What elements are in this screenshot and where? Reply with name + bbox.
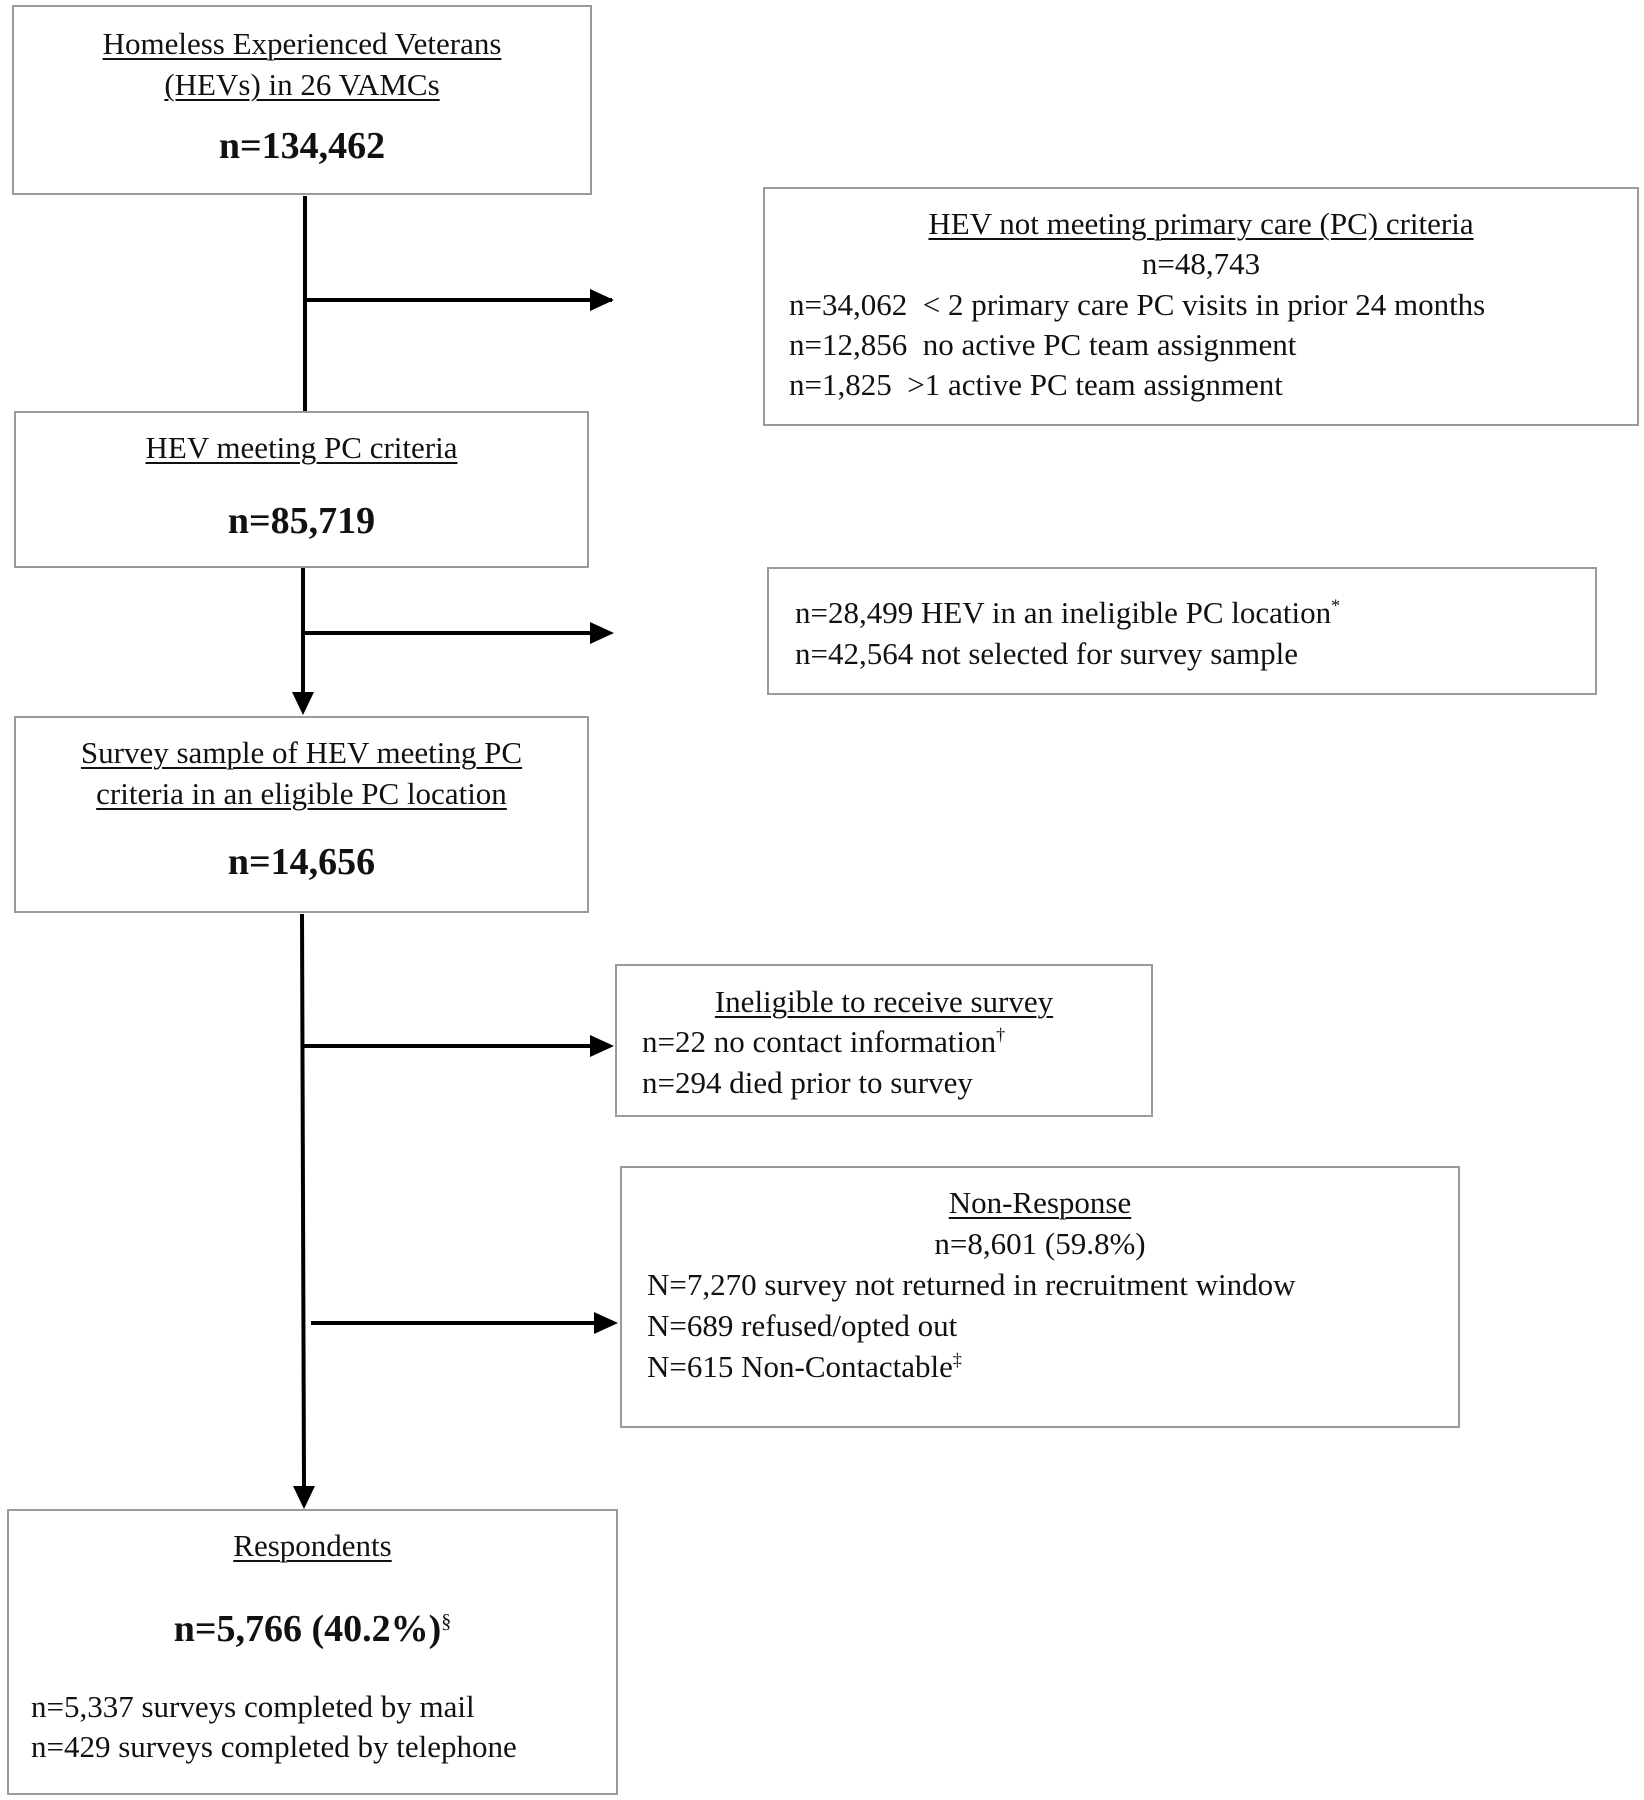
non-response-box: Non-Response n=8,601 (59.8%) N=7,270 sur… (620, 1166, 1460, 1428)
not-meeting-pc-count: n=48,743 (1141, 246, 1261, 281)
ineligible-survey-box: Ineligible to receive survey n=22 no con… (615, 964, 1153, 1117)
not-meeting-pc-title: HEV not meeting primary care (PC) criter… (928, 206, 1474, 241)
respondents-count-line: n=5,766 (40.2%)§ (9, 1606, 616, 1652)
not-returned-item: N=7,270 survey not returned in recruitme… (647, 1267, 1296, 1302)
survey-sample-box: Survey sample of HEV meeting PC criteria… (14, 716, 589, 913)
non-contactable-text: N=615 Non-Contactable (647, 1349, 953, 1384)
meeting-pc-title: HEV meeting PC criteria (145, 430, 458, 465)
respondents-box: Respondents n=5,766 (40.2%)§ n=5,337 sur… (7, 1509, 618, 1795)
respondents-title: Respondents (233, 1528, 392, 1563)
section-footnote-mark: § (441, 1610, 452, 1633)
meeting-pc-box: HEV meeting PC criteria n=85,719 (14, 411, 589, 568)
connector-sample-to-respondents (300, 913, 306, 1487)
arrowhead-ineligible-location (590, 622, 614, 644)
refused-item: N=689 refused/opted out (647, 1308, 958, 1343)
hevs-count: n=134,462 (218, 125, 386, 167)
ineligible-survey-title: Ineligible to receive survey (714, 984, 1054, 1019)
hevs-title-line1: Homeless Experienced Veterans (102, 26, 502, 61)
dagger-footnote-mark: † (996, 1024, 1006, 1045)
mail-item: n=5,337 surveys completed by mail (31, 1689, 475, 1724)
not-meeting-pc-item-visits: n=34,062 < 2 primary care PC visits in p… (789, 287, 1486, 322)
non-response-count: n=8,601 (59.8%) (934, 1226, 1146, 1261)
asterisk-footnote-mark: * (1331, 595, 1341, 616)
not-meeting-pc-item-multi-team: n=1,825 >1 active PC team assignment (789, 367, 1283, 402)
not-meeting-pc-item-no-team: n=12,856 no active PC team assignment (789, 327, 1297, 362)
hevs-title-line2: (HEVs) in 26 VAMCs (164, 67, 440, 102)
ineligible-location-item: n=28,499 HEV in an ineligible PC locatio… (795, 592, 1340, 633)
hevs-box: Homeless Experienced Veterans (HEVs) in … (12, 5, 592, 195)
telephone-item: n=429 surveys completed by telephone (31, 1729, 517, 1764)
not-meeting-pc-box: HEV not meeting primary care (PC) criter… (763, 187, 1639, 426)
ineligible-location-text: n=28,499 HEV in an ineligible PC locatio… (795, 595, 1332, 630)
survey-sample-count: n=14,656 (227, 841, 376, 883)
survey-sample-title-line1: Survey sample of HEV meeting PC (80, 735, 523, 770)
arrowhead-respondents (293, 1486, 315, 1509)
arrowhead-ineligible-survey (590, 1035, 614, 1057)
arrowhead-not-meeting (590, 289, 614, 311)
arrowhead-sample (292, 692, 314, 715)
double-dagger-footnote-mark: ‡ (952, 1349, 962, 1370)
died-item: n=294 died prior to survey (642, 1065, 973, 1100)
no-contact-item: n=22 no contact information† (642, 1021, 1005, 1062)
not-selected-item: n=42,564 not selected for survey sample (795, 636, 1299, 671)
non-contactable-item: N=615 Non-Contactable‡ (647, 1346, 962, 1387)
no-contact-text: n=22 no contact information (642, 1024, 997, 1059)
respondents-count: n=5,766 (40.2%) (173, 1608, 442, 1650)
survey-sample-title-line2: criteria in an eligible PC location (96, 776, 507, 811)
meeting-pc-count: n=85,719 (227, 500, 376, 542)
ineligible-location-box: n=28,499 HEV in an ineligible PC locatio… (767, 567, 1597, 695)
arrowhead-non-response (594, 1312, 618, 1334)
non-response-title: Non-Response (948, 1185, 1132, 1220)
